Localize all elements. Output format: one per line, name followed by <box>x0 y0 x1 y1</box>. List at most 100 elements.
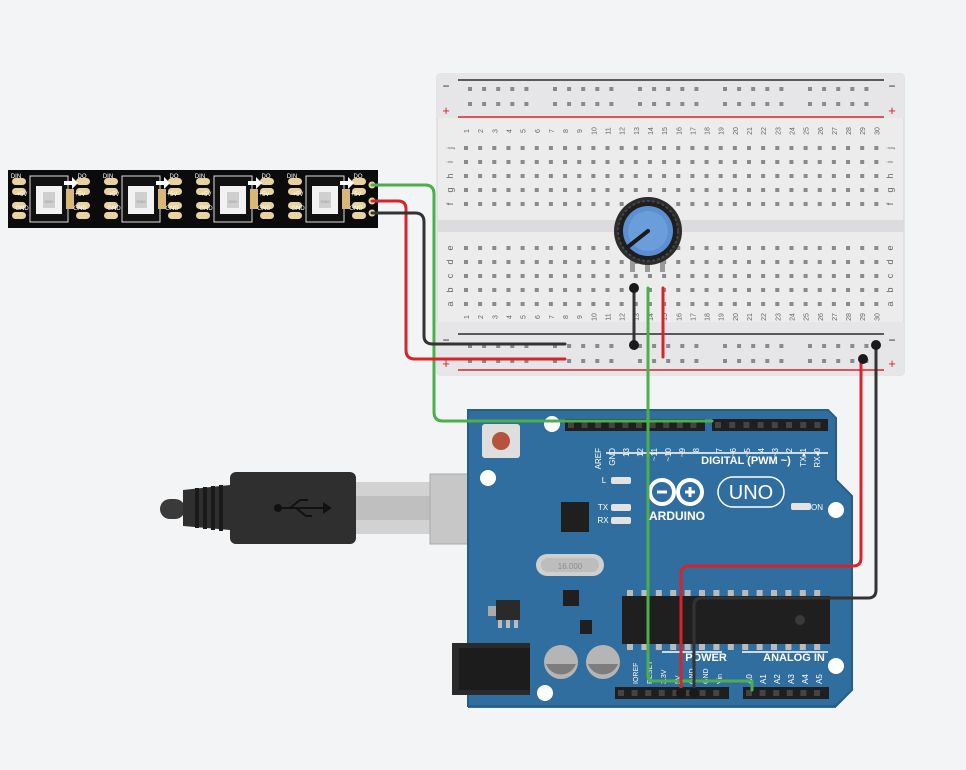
wire-green-pot-wiper[interactable] <box>646 286 754 692</box>
header-pin-hole[interactable] <box>649 422 656 428</box>
breadboard-hole[interactable] <box>605 260 610 264</box>
breadboard-hole[interactable] <box>534 174 539 178</box>
breadboard-hole[interactable] <box>751 87 756 91</box>
breadboard-hole[interactable] <box>690 288 695 292</box>
breadboard-hole[interactable] <box>850 102 855 106</box>
breadboard-hole[interactable] <box>789 288 794 292</box>
breadboard-hole[interactable] <box>478 160 483 164</box>
breadboard-hole[interactable] <box>680 344 685 348</box>
breadboard-hole[interactable] <box>680 87 685 91</box>
breadboard-hole[interactable] <box>510 87 515 91</box>
breadboard-hole[interactable] <box>860 188 865 192</box>
breadboard-hole[interactable] <box>775 174 780 178</box>
breadboard-hole[interactable] <box>591 260 596 264</box>
breadboard-hole[interactable] <box>506 288 511 292</box>
breadboard-hole[interactable] <box>761 188 766 192</box>
breadboard-hole[interactable] <box>548 302 553 306</box>
header-pin-hole[interactable] <box>699 690 706 696</box>
breadboard-hole[interactable] <box>464 274 468 278</box>
breadboard-hole[interactable] <box>803 160 808 164</box>
breadboard-hole[interactable] <box>694 344 699 348</box>
breadboard-hole[interactable] <box>638 344 642 348</box>
breadboard-hole[interactable] <box>520 160 525 164</box>
breadboard-hole[interactable] <box>506 146 511 150</box>
breadboard-hole[interactable] <box>633 146 638 150</box>
breadboard-hole[interactable] <box>548 260 553 264</box>
breadboard-hole[interactable] <box>704 160 709 164</box>
breadboard-hole[interactable] <box>874 274 879 278</box>
breadboard-hole[interactable] <box>846 188 851 192</box>
breadboard-hole[interactable] <box>789 188 794 192</box>
breadboard-hole[interactable] <box>464 246 468 250</box>
breadboard-hole[interactable] <box>506 188 511 192</box>
breadboard-hole[interactable] <box>534 188 539 192</box>
breadboard-hole[interactable] <box>524 344 529 348</box>
breadboard-hole[interactable] <box>605 188 610 192</box>
header-pin-hole[interactable] <box>645 690 652 696</box>
breadboard-hole[interactable] <box>662 174 667 178</box>
breadboard-hole[interactable] <box>860 246 865 250</box>
breadboard-hole[interactable] <box>468 102 472 106</box>
breadboard-hole[interactable] <box>817 302 822 306</box>
header-pin-hole[interactable] <box>690 422 697 428</box>
breadboard-hole[interactable] <box>737 102 742 106</box>
breadboard-hole[interactable] <box>652 344 657 348</box>
breadboard-hole[interactable] <box>633 274 638 278</box>
breadboard-hole[interactable] <box>765 359 770 363</box>
breadboard-hole[interactable] <box>563 260 568 264</box>
breadboard-hole[interactable] <box>803 274 808 278</box>
breadboard-hole[interactable] <box>647 146 652 150</box>
breadboard-hole[interactable] <box>718 260 723 264</box>
breadboard-hole[interactable] <box>595 102 600 106</box>
breadboard-hole[interactable] <box>591 246 596 250</box>
breadboard-hole[interactable] <box>732 288 737 292</box>
breadboard-hole[interactable] <box>831 288 836 292</box>
breadboard-hole[interactable] <box>563 288 568 292</box>
breadboard-hole[interactable] <box>534 302 539 306</box>
breadboard-hole[interactable] <box>662 188 667 192</box>
digital-header-right[interactable] <box>712 419 828 431</box>
breadboard-hole[interactable] <box>482 344 487 348</box>
breadboard-hole[interactable] <box>817 246 822 250</box>
breadboard-hole[interactable] <box>496 344 501 348</box>
breadboard-hole[interactable] <box>662 274 667 278</box>
breadboard-hole[interactable] <box>846 246 851 250</box>
breadboard-hole[interactable] <box>747 302 751 306</box>
breadboard-hole[interactable] <box>534 288 539 292</box>
breadboard-hole[interactable] <box>718 246 723 250</box>
breadboard-hole[interactable] <box>704 260 709 264</box>
breadboard-hole[interactable] <box>652 359 657 363</box>
breadboard-hole[interactable] <box>520 202 525 206</box>
breadboard-hole[interactable] <box>704 274 709 278</box>
breadboard-hole[interactable] <box>506 174 511 178</box>
header-pin-hole[interactable] <box>581 422 588 428</box>
breadboard-hole[interactable] <box>817 260 822 264</box>
breadboard-hole[interactable] <box>605 274 610 278</box>
breadboard-hole[interactable] <box>690 160 695 164</box>
breadboard-hole[interactable] <box>662 146 667 150</box>
breadboard-hole[interactable] <box>591 302 596 306</box>
breadboard-hole[interactable] <box>563 302 568 306</box>
breadboard-hole[interactable] <box>779 102 784 106</box>
breadboard-hole[interactable] <box>619 260 624 264</box>
breadboard-hole[interactable] <box>789 174 794 178</box>
breadboard-hole[interactable] <box>638 87 642 91</box>
header-pin-hole[interactable] <box>622 422 629 428</box>
breadboard-hole[interactable] <box>690 202 695 206</box>
breadboard-hole[interactable] <box>619 274 624 278</box>
breadboard-hole[interactable] <box>747 146 751 150</box>
breadboard-hole[interactable] <box>751 359 756 363</box>
breadboard-hole[interactable] <box>789 160 794 164</box>
breadboard-hole[interactable] <box>831 246 836 250</box>
breadboard-hole[interactable] <box>732 274 737 278</box>
breadboard-hole[interactable] <box>836 87 841 91</box>
breadboard-hole[interactable] <box>737 359 742 363</box>
breadboard-holes[interactable] <box>464 87 879 363</box>
header-pin-hole[interactable] <box>636 422 642 428</box>
breadboard-hole[interactable] <box>548 288 553 292</box>
breadboard-hole[interactable] <box>761 260 766 264</box>
breadboard-hole[interactable] <box>647 274 652 278</box>
breadboard-hole[interactable] <box>468 344 472 348</box>
breadboard-hole[interactable] <box>803 146 808 150</box>
